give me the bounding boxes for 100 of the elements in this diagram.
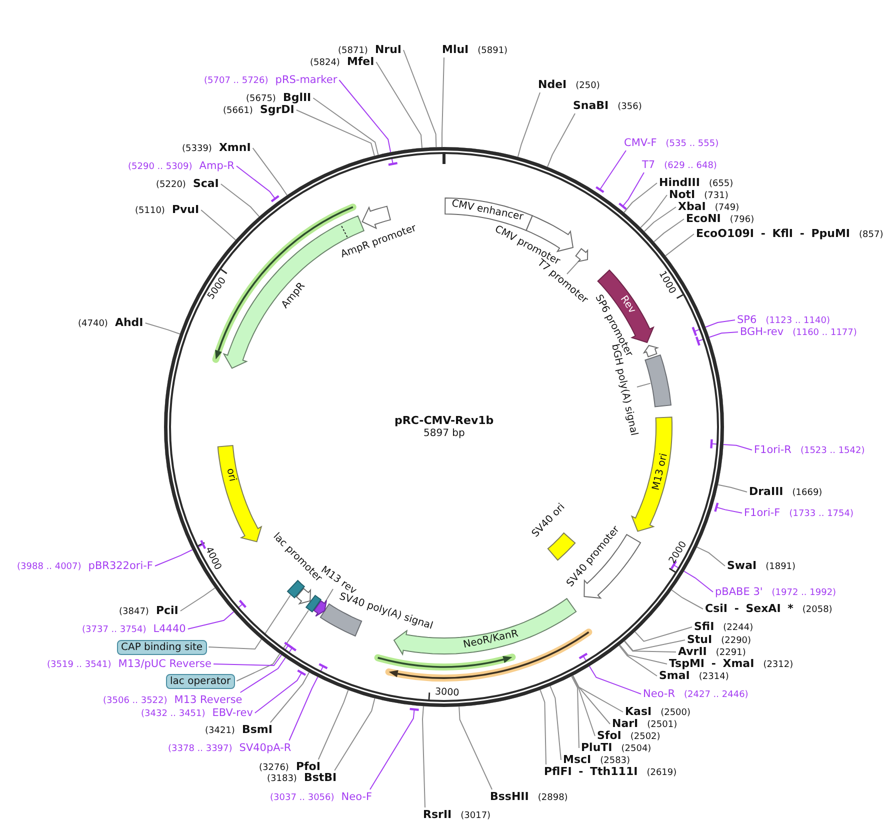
leader-line bbox=[710, 438, 752, 450]
leader-line bbox=[240, 644, 297, 693]
enzyme-name: BstBI bbox=[304, 772, 337, 784]
scale-label: 4000 bbox=[202, 546, 224, 572]
cut-site-position: (1669) bbox=[792, 486, 822, 498]
cut-site-position: (5824) bbox=[310, 56, 340, 68]
primer-position: (1160 .. 1177) bbox=[792, 326, 857, 338]
enzyme-name: SgrDI bbox=[260, 104, 294, 116]
enzyme-name: MfeI bbox=[346, 56, 374, 68]
enzyme-name: NruI bbox=[374, 44, 402, 56]
leader-line bbox=[634, 626, 692, 642]
cut-site-position: (2504) bbox=[621, 742, 652, 754]
cut-site-position: (2058) bbox=[802, 604, 832, 616]
feature-label: Rev bbox=[617, 294, 637, 316]
directional-feature bbox=[564, 524, 642, 600]
primer-position: (5290 .. 5309) bbox=[128, 160, 192, 172]
primer-name: Neo-R bbox=[643, 688, 676, 700]
leader-line bbox=[220, 184, 260, 218]
enzyme-name: KasI bbox=[625, 706, 652, 718]
enzyme-name: PflFI - Tth111I bbox=[544, 766, 638, 778]
leader-line bbox=[578, 652, 642, 694]
leader-line bbox=[213, 641, 294, 666]
enzyme-name: NdeI bbox=[538, 78, 567, 90]
enzyme-name: PvuI bbox=[172, 204, 200, 216]
primer-name: F1ori-F bbox=[744, 506, 780, 518]
primer-name: pBR322ori-F bbox=[88, 560, 153, 572]
leader-line bbox=[334, 698, 376, 771]
cut-site-position: (2312) bbox=[763, 658, 794, 670]
leader-line bbox=[572, 675, 596, 736]
cut-site-position: (655) bbox=[708, 178, 734, 190]
primer-position: (1972 .. 1992) bbox=[772, 586, 836, 598]
primer-position: (3506 .. 3522) bbox=[103, 694, 168, 706]
primer-name: BGH-rev bbox=[740, 326, 784, 338]
enzyme-name: AhdI bbox=[114, 316, 144, 328]
feature-block bbox=[530, 502, 577, 562]
enzyme-name: StuI bbox=[687, 634, 712, 646]
leader-line bbox=[236, 166, 280, 202]
primer-name: F1ori-R bbox=[754, 444, 792, 456]
primer-position: (1523 .. 1542) bbox=[800, 444, 865, 456]
enzyme-name: EcoO109I - KflI - PpuMI bbox=[696, 228, 850, 240]
leader-line bbox=[200, 210, 236, 240]
directional-feature bbox=[216, 444, 263, 543]
cut-site-position: (1891) bbox=[766, 560, 796, 572]
leader-line bbox=[619, 644, 668, 664]
cut-site-position: (5891) bbox=[478, 44, 508, 56]
leader-line bbox=[236, 610, 309, 682]
enzyme-name: NarI bbox=[612, 718, 638, 730]
leader-line bbox=[180, 588, 216, 612]
leader-line bbox=[695, 332, 738, 346]
feature-block bbox=[305, 594, 322, 613]
plasmid-name: pRC-CMV-Rev1b bbox=[394, 414, 494, 427]
plasmid-size: 5897 bp bbox=[424, 427, 465, 440]
leader-line bbox=[403, 50, 437, 148]
leader-line bbox=[458, 706, 492, 790]
leader-line bbox=[618, 645, 658, 676]
leader-line bbox=[270, 672, 310, 723]
feature-label: M13 ori bbox=[650, 452, 671, 492]
feature-label: CMV enhancer bbox=[450, 198, 524, 224]
primer-position: (1123 .. 1140) bbox=[766, 314, 830, 326]
enzyme-name: PciI bbox=[156, 604, 178, 616]
leader-line bbox=[714, 502, 742, 514]
primer-position: (3378 .. 3397) bbox=[168, 742, 232, 754]
cut-site-position: (2898) bbox=[538, 792, 568, 804]
enzyme-name: PluTI bbox=[581, 742, 612, 754]
cut-site-position: (2290) bbox=[721, 634, 752, 646]
leader-line bbox=[252, 148, 288, 196]
primer-position: (3519 .. 3541) bbox=[47, 658, 112, 670]
cut-site-position: (5661) bbox=[223, 104, 253, 116]
enzyme-name: ScaI bbox=[192, 178, 219, 190]
feature-label: SV40 poly(A) signal bbox=[338, 591, 434, 633]
enzyme-name: BssHII bbox=[490, 790, 529, 802]
leader-line bbox=[154, 539, 206, 566]
leader-line bbox=[624, 182, 658, 213]
primer-name: SV40pA-R bbox=[239, 742, 292, 754]
leader-line bbox=[571, 676, 580, 748]
enzyme-name: XbaI bbox=[678, 200, 706, 212]
enzyme-name: SfiI bbox=[694, 620, 714, 632]
leader-line bbox=[187, 599, 247, 630]
leader-line bbox=[338, 80, 398, 166]
primer-name: EBV-rev bbox=[212, 706, 253, 718]
leader-line bbox=[550, 686, 562, 760]
leader-line bbox=[324, 588, 334, 603]
cut-site-position: (3847) bbox=[119, 606, 149, 618]
feature-block bbox=[319, 591, 434, 637]
leader-line bbox=[670, 560, 714, 592]
cut-site-position: (796) bbox=[730, 214, 754, 226]
enzyme-name: NotI bbox=[669, 188, 696, 200]
directional-feature bbox=[312, 599, 328, 618]
enzyme-name: PfoI bbox=[296, 760, 320, 772]
leader-line bbox=[318, 690, 349, 760]
primer-name: M13 Reverse bbox=[174, 694, 242, 706]
scale-label: 3000 bbox=[435, 686, 460, 700]
primer-name: CMV-F bbox=[624, 136, 657, 148]
cut-site-position: (731) bbox=[704, 190, 728, 202]
enzyme-name: CsiI - SexAI * bbox=[705, 602, 794, 614]
leader-line bbox=[517, 92, 540, 158]
enzyme-name: HindIII bbox=[659, 176, 700, 188]
enzyme-name: XmnI bbox=[218, 142, 251, 154]
leader-line bbox=[208, 594, 291, 650]
leader-line bbox=[671, 590, 704, 610]
